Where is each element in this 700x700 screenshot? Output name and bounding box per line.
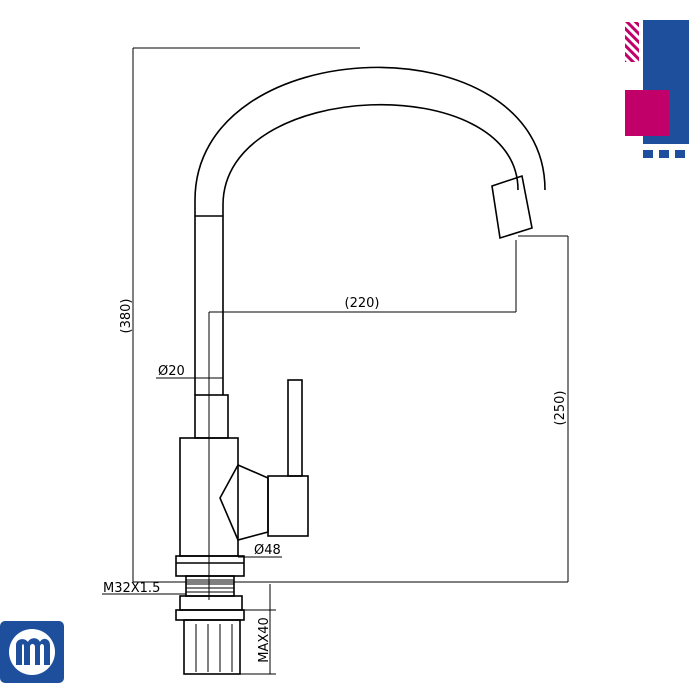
fluted-shank	[183, 619, 241, 675]
spout-inner-curve	[222, 104, 519, 395]
spray-head	[491, 174, 533, 240]
lower-pipe	[194, 394, 229, 439]
handle-connector	[219, 463, 269, 541]
thread-section	[185, 575, 235, 597]
pipe-diameter-label: Ø20	[158, 364, 185, 379]
dimension-lines	[102, 47, 569, 675]
shank-flutes	[195, 624, 233, 672]
handle-block	[267, 475, 309, 537]
m-logo-icon	[0, 621, 64, 683]
faucet-outline	[175, 66, 546, 675]
spout-clearance-label: (250)	[553, 391, 568, 426]
spout-outer-curve	[194, 66, 546, 395]
max-thickness-label: MAX40	[257, 617, 272, 663]
brand-mark-icon	[625, 20, 689, 158]
thread-lines	[186, 579, 234, 593]
body-diameter-label: Ø48	[254, 543, 281, 558]
thread-label: M32X1.5	[103, 581, 160, 596]
handle-lever	[287, 379, 303, 477]
mounting-washer	[175, 609, 245, 621]
mounting-nut	[179, 595, 243, 611]
overall-height-label: (380)	[119, 299, 134, 334]
reach-label: (220)	[345, 296, 380, 311]
base-flange	[175, 555, 245, 577]
